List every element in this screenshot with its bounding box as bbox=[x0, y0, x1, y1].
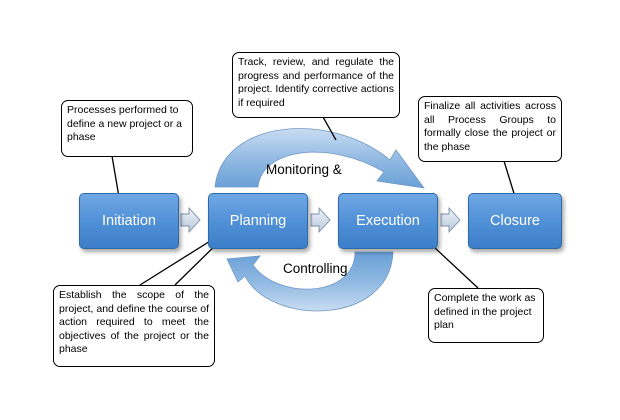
pointer-monitoring bbox=[322, 116, 337, 141]
connector-arrow-initiation-planning bbox=[180, 206, 201, 234]
closure-box: Closure bbox=[468, 193, 562, 249]
monitoring-cycle-arrow-top bbox=[214, 128, 425, 189]
connector-arrow-planning-execution bbox=[310, 206, 331, 234]
monitoring-label: Monitoring & bbox=[266, 162, 342, 177]
execution-label: Execution bbox=[356, 213, 420, 229]
execution-box: Execution bbox=[338, 193, 438, 249]
controlling-label: Controlling bbox=[283, 261, 348, 276]
initiation-label: Initiation bbox=[101, 213, 156, 229]
initiation-box: Initiation bbox=[79, 193, 179, 249]
monitoring-callout: Track, review, and regulate the progress… bbox=[232, 52, 400, 118]
planning-label: Planning bbox=[229, 213, 287, 229]
initiation-callout: Processes performed to define a new proj… bbox=[61, 100, 193, 157]
execution-callout: Complete the work as defined in the proj… bbox=[428, 288, 544, 343]
planning-callout: Establish the scope of the project, and … bbox=[53, 285, 215, 367]
closure-label: Closure bbox=[490, 213, 540, 229]
controlling-cycle-arrow-bottom bbox=[226, 251, 394, 312]
planning-box: Planning bbox=[208, 193, 308, 249]
connector-arrow-execution-closure bbox=[440, 206, 461, 234]
closure-callout: Finalize all activities across all Proce… bbox=[418, 96, 562, 162]
